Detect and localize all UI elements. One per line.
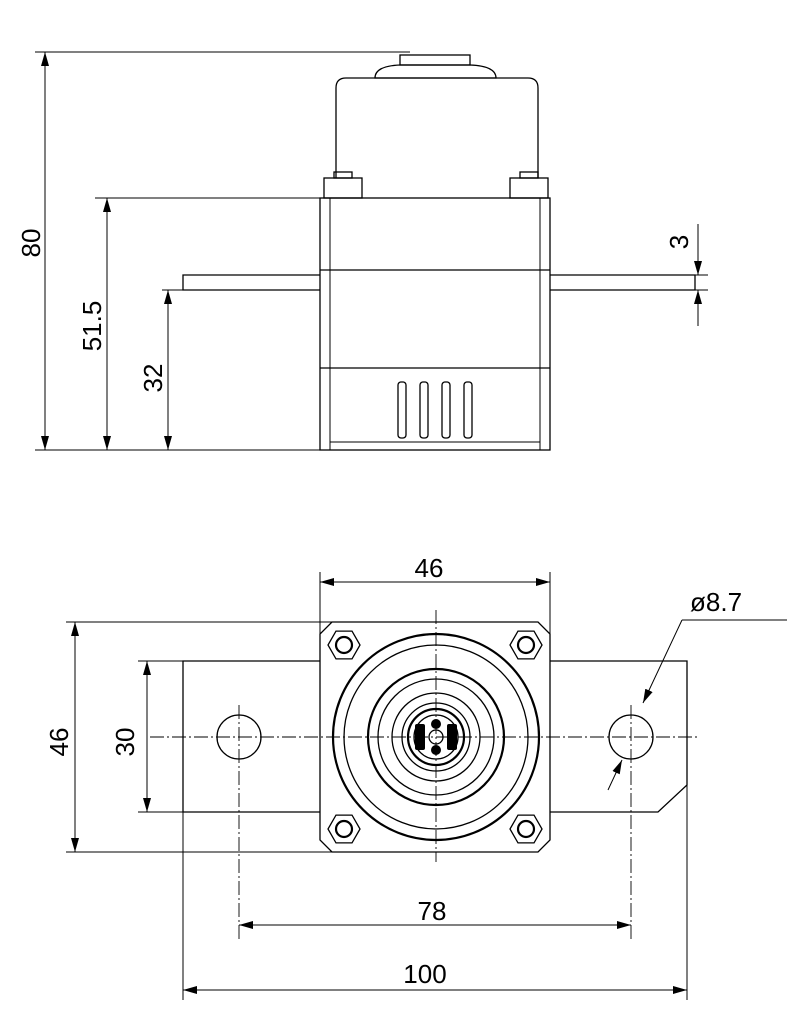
dimension-hole-spacing-label: 78: [418, 896, 447, 926]
dimension-flange-height: 32: [138, 289, 183, 450]
corner-bolts: [327, 630, 543, 844]
dimension-body-height-label: 51.5: [77, 301, 107, 352]
dimension-body-width: 46: [319, 553, 551, 660]
output-shaft-cap: [374, 54, 497, 79]
side-view: 80 51.5 32 3: [16, 51, 708, 451]
dimension-hole-spacing: 78: [239, 896, 631, 929]
gearbox-body: [319, 197, 551, 451]
connector-pins: [397, 381, 473, 439]
dimension-flange-width-label: 30: [110, 728, 140, 757]
dimension-body-height: 51.5: [77, 197, 320, 450]
dimension-flange-width: 30: [110, 660, 183, 813]
dimension-flange-thickness: 3: [664, 224, 708, 326]
dimension-total-height-label: 80: [16, 229, 46, 258]
dimension-body-depth: 46: [44, 621, 332, 853]
top-view: 46 46 30 ø8.7 78: [44, 553, 787, 1000]
dimension-body-width-label: 46: [415, 553, 444, 583]
dimension-total-height: 80: [16, 51, 410, 450]
mounting-flange-top: [182, 660, 688, 813]
dimension-flange-length: 100: [182, 785, 688, 1000]
dimension-hole-diameter: ø8.7: [607, 587, 787, 791]
dimension-flange-thickness-label: 3: [664, 235, 694, 249]
dimension-flange-length-label: 100: [403, 959, 446, 989]
center-lines: [150, 610, 700, 940]
dimension-hole-diameter-label: ø8.7: [690, 587, 742, 617]
dimension-flange-height-label: 32: [138, 364, 168, 393]
gearbox-square-body: [319, 621, 551, 853]
bolt-heads: [323, 171, 549, 199]
mounting-flange-side: [182, 274, 696, 291]
dimension-body-depth-label: 46: [44, 728, 74, 757]
motor-housing-upper: [335, 77, 539, 178]
